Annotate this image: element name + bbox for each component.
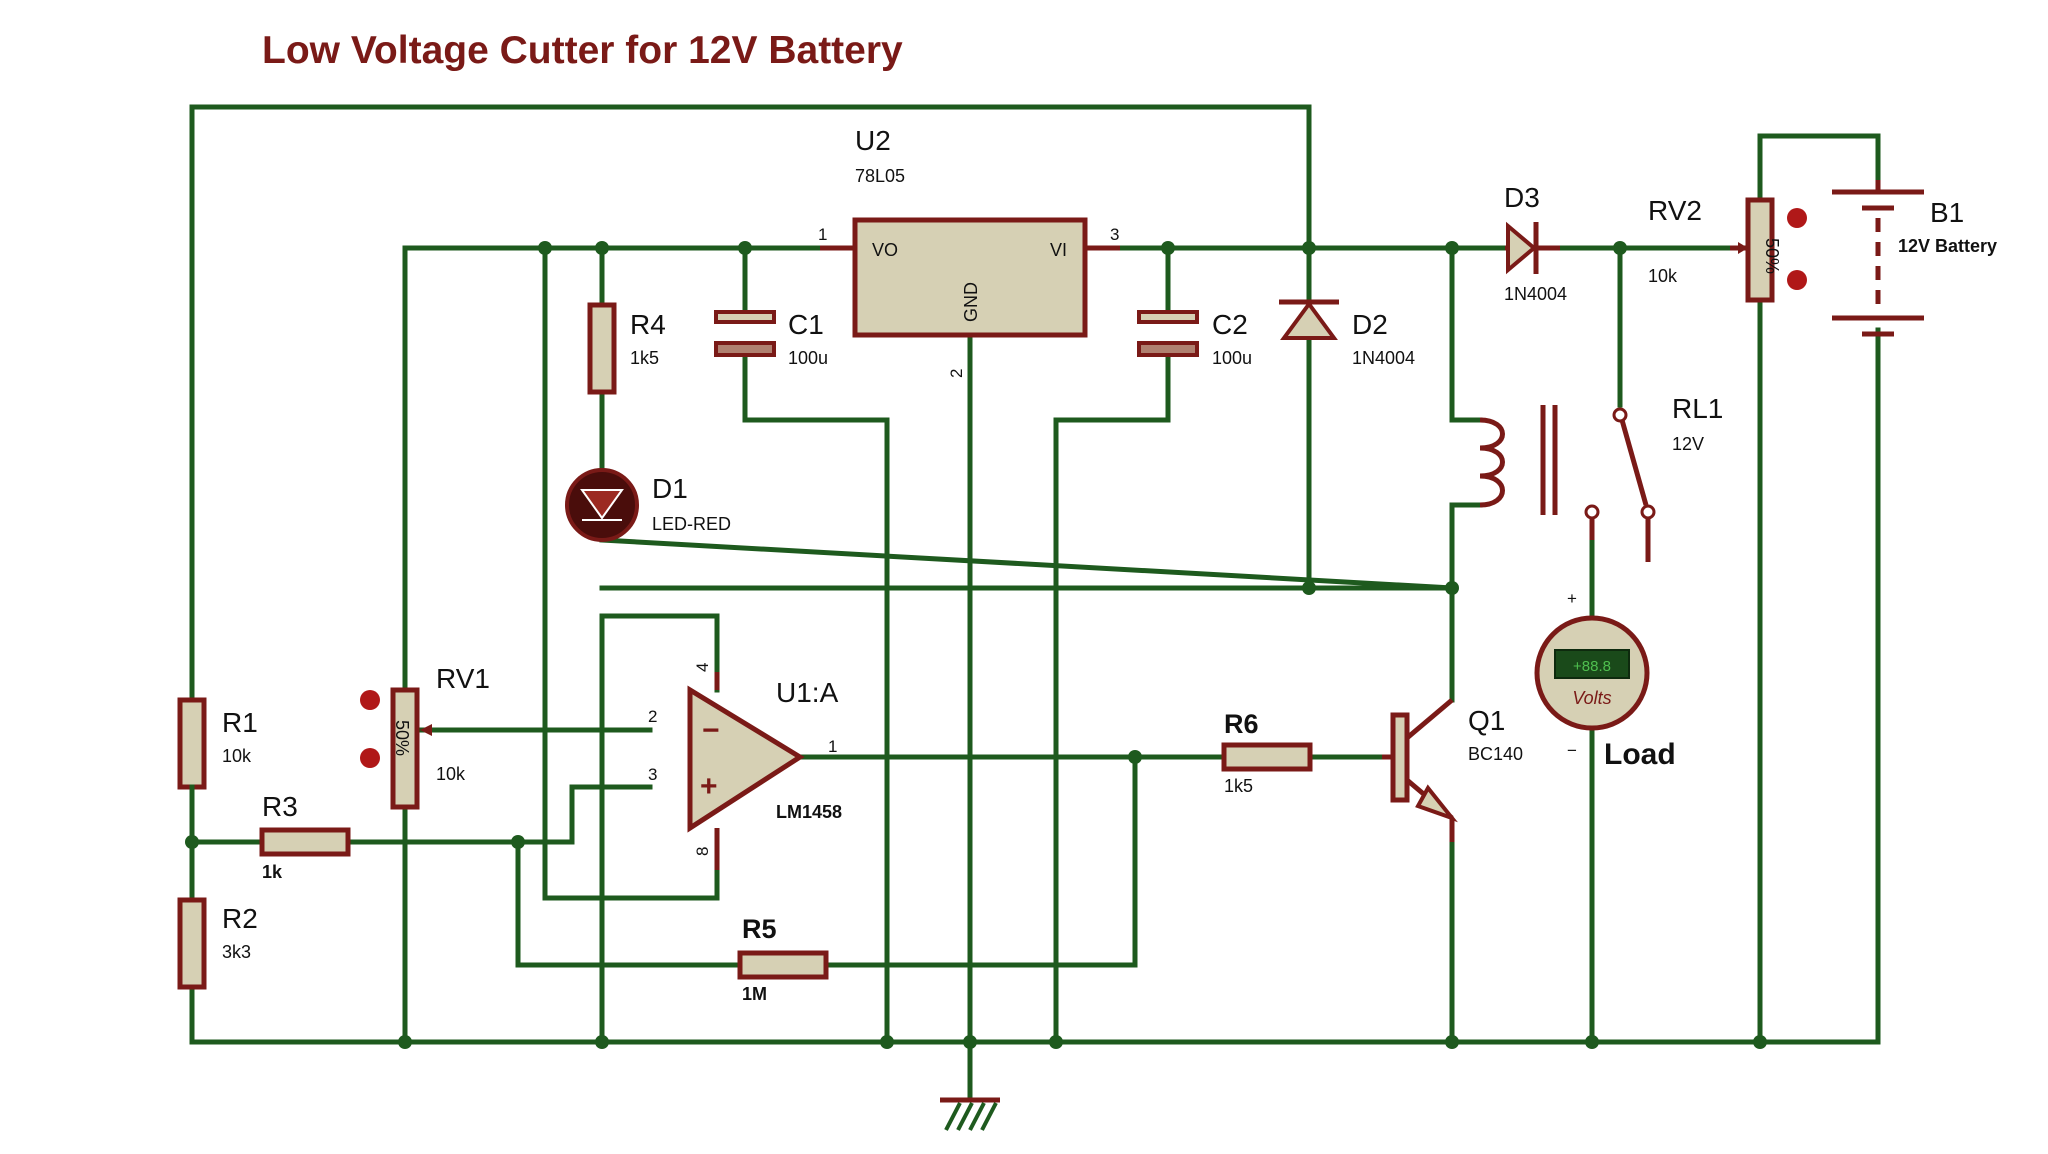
- rl1-value: 12V: [1672, 434, 1704, 454]
- u1a-pin4: 4: [693, 663, 712, 672]
- u1a-pin3: 3: [648, 765, 657, 784]
- junctions: [185, 241, 1767, 1049]
- rv1-ref: RV1: [436, 663, 490, 694]
- b1-value: 12V Battery: [1898, 236, 1997, 256]
- resistor-r4[interactable]: R4 1k5: [587, 302, 666, 395]
- ground-symbol: [940, 1097, 1000, 1131]
- u2-pin-gnd: GND: [961, 282, 981, 322]
- u1a-pin1: 1: [828, 737, 837, 756]
- u2-pin3-num: 3: [1110, 225, 1119, 244]
- u2-value: 78L05: [855, 166, 905, 186]
- u1a-pin8: 8: [693, 847, 712, 856]
- capacitor-c2[interactable]: C2 100u: [1137, 309, 1252, 368]
- c1-value: 100u: [788, 348, 828, 368]
- r6-value: 1k5: [1224, 776, 1253, 796]
- resistor-r6[interactable]: R6 1k5: [1221, 709, 1313, 796]
- d1-value: LED-RED: [652, 514, 731, 534]
- d3-ref: D3: [1504, 182, 1540, 213]
- d1-ref: D1: [652, 473, 688, 504]
- u1a-value: LM1458: [776, 802, 842, 822]
- voltmeter-load[interactable]: +88.8 Volts + − Load: [1534, 589, 1676, 771]
- d3-value: 1N4004: [1504, 284, 1567, 304]
- c2-value: 100u: [1212, 348, 1252, 368]
- resistor-r1[interactable]: R1 10k: [177, 697, 258, 903]
- u2-pin-vi: VI: [1050, 240, 1067, 260]
- r1-ref: R1: [222, 707, 258, 738]
- led-d1[interactable]: D1 LED-RED: [565, 468, 731, 542]
- b1-ref: B1: [1930, 197, 1964, 228]
- r5-value: 1M: [742, 984, 767, 1004]
- potentiometer-rv2[interactable]: 50% RV2 10k: [1648, 195, 1807, 303]
- meter-minus: −: [1567, 741, 1577, 760]
- meter-unit: Volts: [1572, 688, 1611, 708]
- regulator-u2[interactable]: U2 78L05 VO VI GND 1 3 2: [818, 125, 1120, 378]
- potentiometer-rv1[interactable]: 50% RV1 10k: [360, 663, 490, 810]
- d2-ref: D2: [1352, 309, 1388, 340]
- u2-pin2-num: 2: [947, 369, 966, 378]
- q1-ref: Q1: [1468, 705, 1505, 736]
- diagram-title: Low Voltage Cutter for 12V Battery: [262, 29, 903, 72]
- transistor-q1[interactable]: Q1 BC140: [1382, 698, 1523, 842]
- capacitor-c1[interactable]: C1 100u: [714, 309, 828, 368]
- rv2-value: 10k: [1648, 266, 1678, 286]
- r2-value: 3k3: [222, 942, 251, 962]
- resistor-r3[interactable]: R3 1k: [259, 791, 351, 882]
- resistor-r2[interactable]: R2 3k3: [177, 897, 258, 990]
- relay-rl1[interactable]: RL1 12V: [1479, 393, 1723, 562]
- diode-d3[interactable]: D3 1N4004: [1504, 182, 1567, 304]
- wires: [189, 104, 1881, 1103]
- r4-value: 1k5: [630, 348, 659, 368]
- d2-value: 1N4004: [1352, 348, 1415, 368]
- resistor-r5[interactable]: R5 1M: [737, 914, 829, 1004]
- meter-plus: +: [1567, 589, 1577, 608]
- r2-ref: R2: [222, 903, 258, 934]
- u2-ref: U2: [855, 125, 891, 156]
- r4-ref: R4: [630, 309, 666, 340]
- meter-display: +88.8: [1573, 658, 1611, 675]
- r6-ref: R6: [1224, 709, 1259, 739]
- u2-pin-vo: VO: [872, 240, 898, 260]
- u1a-pin2: 2: [648, 707, 657, 726]
- rv1-value: 10k: [436, 764, 466, 784]
- r3-ref: R3: [262, 791, 298, 822]
- q1-value: BC140: [1468, 744, 1523, 764]
- rv2-percent: 50%: [1762, 238, 1782, 274]
- opamp-u1a[interactable]: − + U1:A LM1458 2 3 1 4 8: [648, 613, 842, 870]
- r1-value: 10k: [222, 746, 252, 766]
- r5-ref: R5: [742, 914, 777, 944]
- c1-ref: C1: [788, 309, 824, 340]
- diode-d2[interactable]: D2 1N4004: [1279, 299, 1415, 368]
- rv2-ref: RV2: [1648, 195, 1702, 226]
- u2-pin1-num: 1: [818, 225, 827, 244]
- rv1-percent: 50%: [392, 720, 412, 756]
- u1a-ref: U1:A: [776, 677, 839, 708]
- r3-value: 1k: [262, 862, 283, 882]
- battery-b1[interactable]: B1 12V Battery: [1832, 180, 1997, 337]
- c2-ref: C2: [1212, 309, 1248, 340]
- rl1-ref: RL1: [1672, 393, 1723, 424]
- opamp-plus: +: [700, 770, 718, 803]
- meter-label: Load: [1604, 738, 1676, 771]
- opamp-minus: −: [702, 714, 720, 747]
